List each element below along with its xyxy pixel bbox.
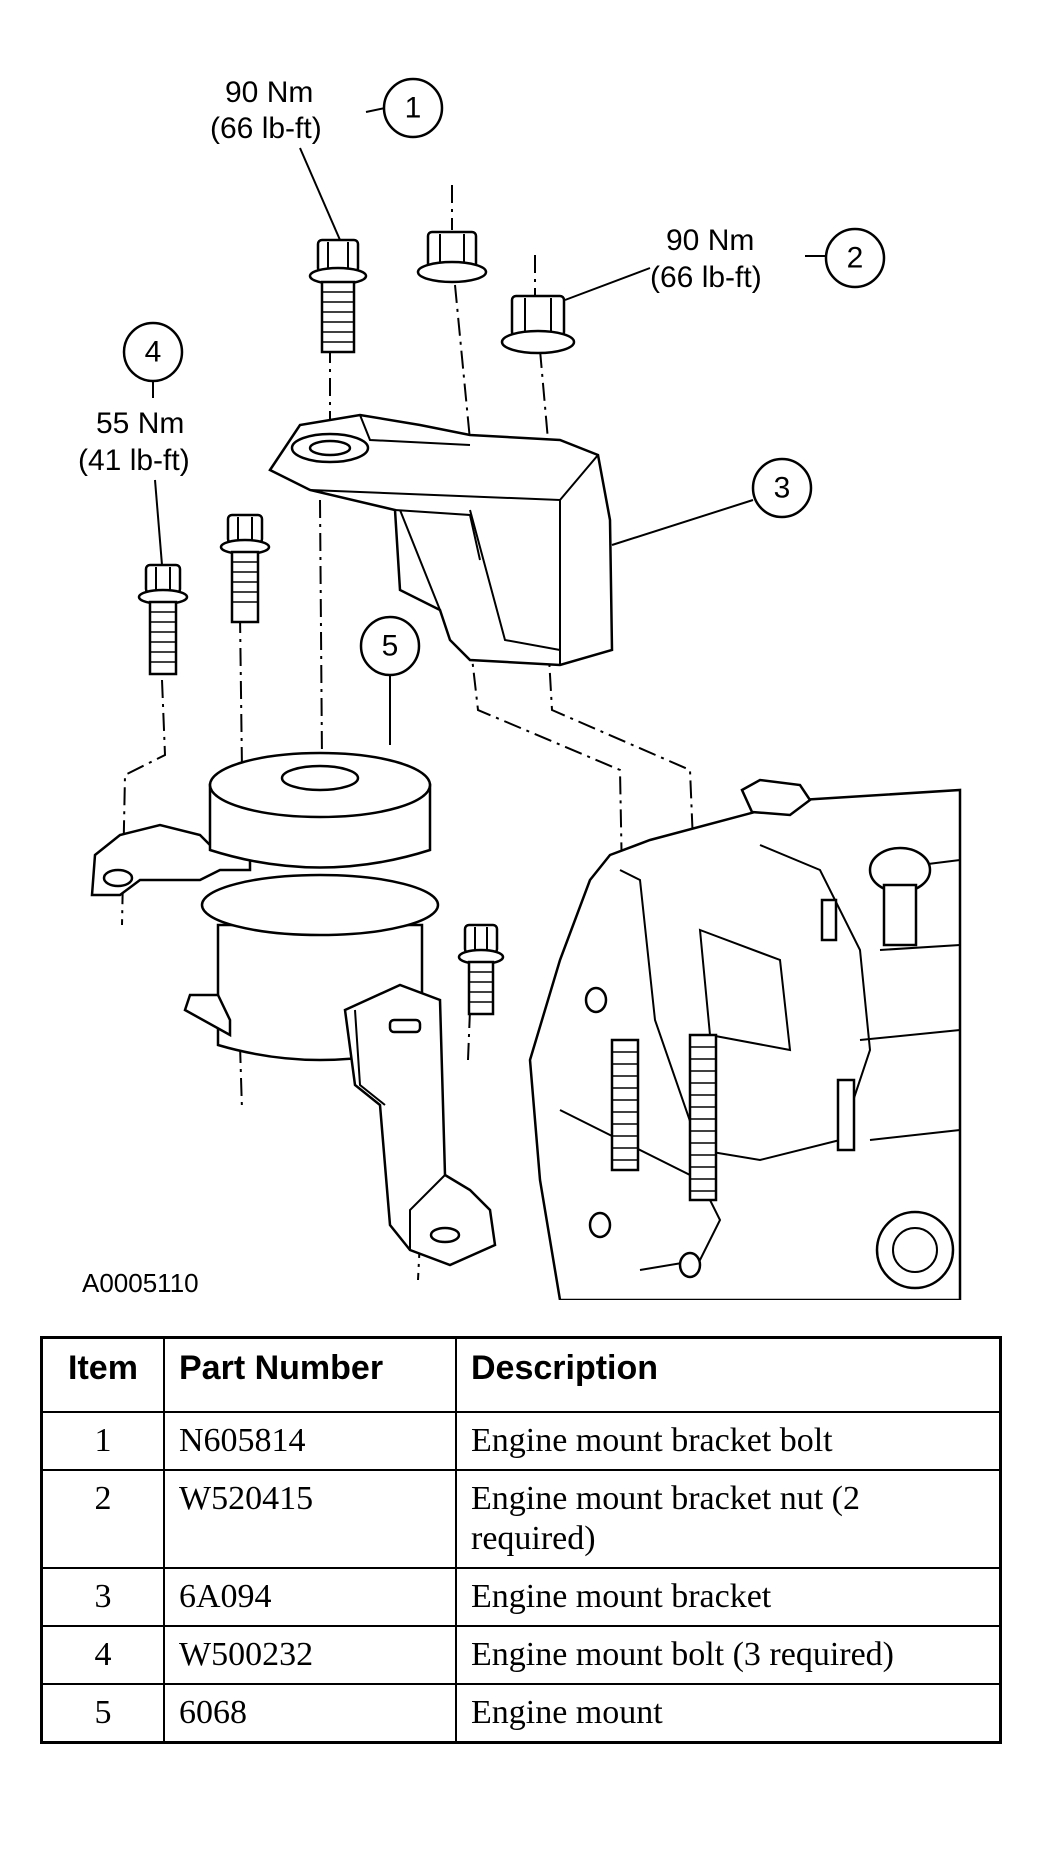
header-description: Description xyxy=(455,1336,1002,1413)
row-item: 5 xyxy=(40,1683,165,1744)
callout-5: 5 xyxy=(359,615,421,745)
callout-3-number: 3 xyxy=(774,472,791,505)
row-description: Engine mount xyxy=(455,1683,1002,1744)
row-part-number: W520415 xyxy=(163,1469,457,1569)
row-part-number: N605814 xyxy=(163,1411,457,1471)
row-item: 1 xyxy=(40,1411,165,1471)
callout-1: 90 Nm (66 lb-ft) 1 xyxy=(210,76,444,241)
callout-2: 90 Nm (66 lb-ft) 2 xyxy=(564,224,886,301)
row-description: Engine mount bolt (3 required) xyxy=(455,1625,1002,1685)
lower-bracket xyxy=(343,983,497,1267)
row-description: Engine mount bracket xyxy=(455,1567,1002,1627)
header-item: Item xyxy=(40,1336,165,1413)
row-item: 4 xyxy=(40,1625,165,1685)
row-item: 2 xyxy=(40,1469,165,1569)
callout-2-torque: 90 Nm xyxy=(666,224,754,257)
bolt-item-4a xyxy=(219,513,271,624)
callout-4-torque-alt: (41 lb-ft) xyxy=(78,444,190,477)
bolt-item-4c xyxy=(457,923,505,1016)
bolt-item-1 xyxy=(308,238,368,354)
callout-5-number: 5 xyxy=(382,630,399,663)
row-part-number: W500232 xyxy=(163,1625,457,1685)
figure-id: A0005110 xyxy=(82,1268,199,1298)
engine-block xyxy=(528,778,962,1300)
exploded-diagram: 90 Nm (66 lb-ft) 1 90 Nm (66 lb-ft) 2 4 … xyxy=(78,76,962,1300)
callout-1-number: 1 xyxy=(405,92,422,125)
callout-3: 3 xyxy=(611,457,813,546)
table-header-row: Item Part Number Description xyxy=(40,1336,1002,1413)
callout-3-leader xyxy=(611,499,754,546)
table-row: 3 6A094 Engine mount bracket xyxy=(40,1567,1002,1627)
callout-1-torque-alt: (66 lb-ft) xyxy=(210,112,322,145)
table-row: 1 N605814 Engine mount bracket bolt xyxy=(40,1411,1002,1471)
table-row: 2 W520415 Engine mount bracket nut (2 re… xyxy=(40,1469,1002,1569)
nut-item-2b xyxy=(500,294,576,355)
bolt-item-4b xyxy=(137,563,189,676)
callout-2-circle xyxy=(824,227,886,289)
callout-2-number: 2 xyxy=(847,242,864,275)
callout-3-circle xyxy=(751,457,813,519)
table-row: 4 W500232 Engine mount bolt (3 required) xyxy=(40,1625,1002,1685)
row-part-number: 6A094 xyxy=(163,1567,457,1627)
callout-1-torque: 90 Nm xyxy=(225,76,313,109)
nut-item-2a xyxy=(416,230,488,284)
parts-table: Item Part Number Description 1 N605814 E… xyxy=(40,1336,1002,1744)
callout-2-leader xyxy=(564,267,651,301)
header-part-number: Part Number xyxy=(163,1336,457,1413)
callout-4: 4 55 Nm (41 lb-ft) xyxy=(78,321,190,566)
engine-mount xyxy=(90,751,440,1062)
callout-4-number: 4 xyxy=(145,336,162,369)
row-description: Engine mount bracket bolt xyxy=(455,1411,1002,1471)
studs xyxy=(610,1033,718,1202)
callout-1-leader xyxy=(299,147,341,241)
row-description: Engine mount bracket nut (2 required) xyxy=(455,1469,1002,1569)
row-item: 3 xyxy=(40,1567,165,1627)
table-row: 5 6068 Engine mount xyxy=(40,1683,1002,1744)
callout-1-circle xyxy=(382,77,444,139)
callout-4-torque: 55 Nm xyxy=(96,407,184,440)
engine-mount-bracket xyxy=(268,413,614,667)
callout-4-leader xyxy=(154,479,163,566)
callout-2-torque-alt: (66 lb-ft) xyxy=(650,261,762,294)
row-part-number: 6068 xyxy=(163,1683,457,1744)
